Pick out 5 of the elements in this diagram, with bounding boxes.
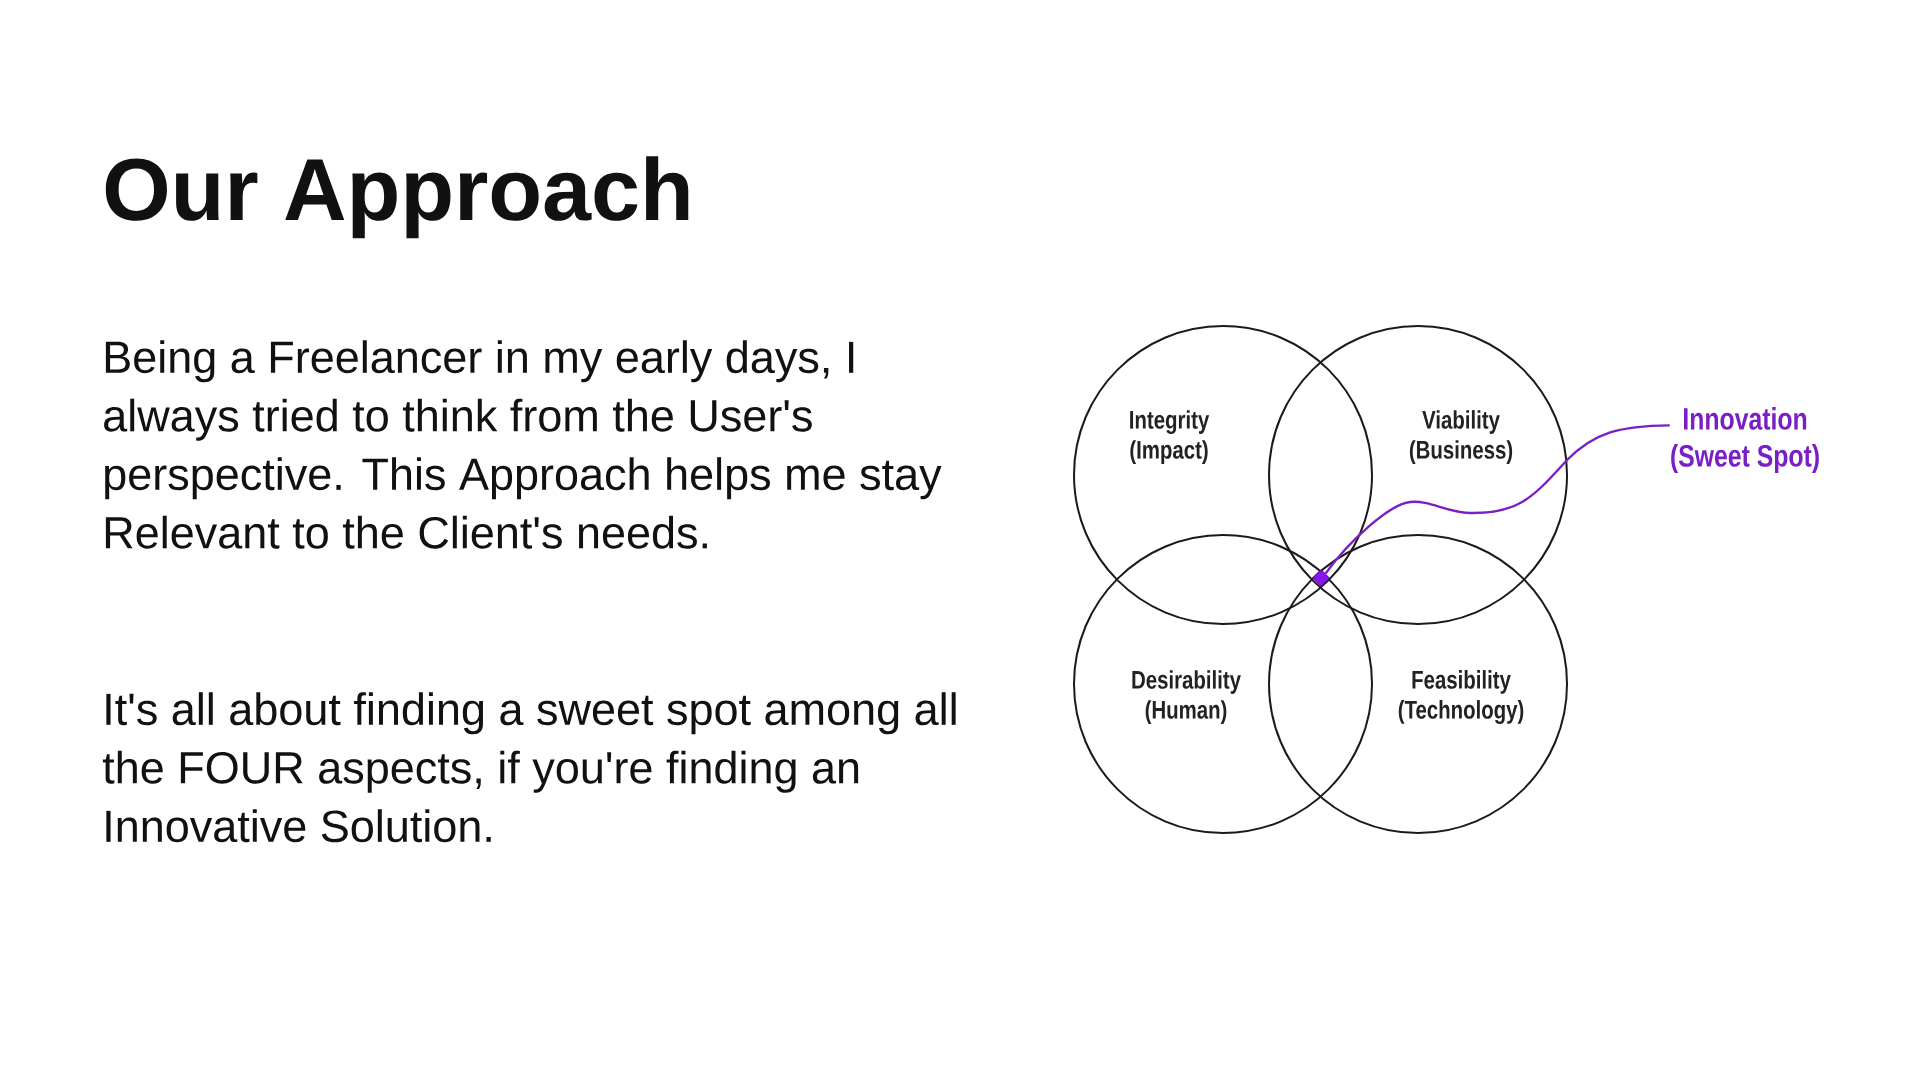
diamond-marker [1312,569,1330,587]
callout-label: Innovation (Sweet Spot) [1671,407,1819,473]
paragraph: It's all about finding a sweet spot among all the FOUR aspects, if you're finding an Innovative Solution. [102,692,956,843]
paragraph: Being a Freelancer in my early days, I always tried to think from the User's perspective. This Approach helps me stay Relevant to the Client's needs. [104,340,942,549]
heading: Our Approach [105,156,689,239]
